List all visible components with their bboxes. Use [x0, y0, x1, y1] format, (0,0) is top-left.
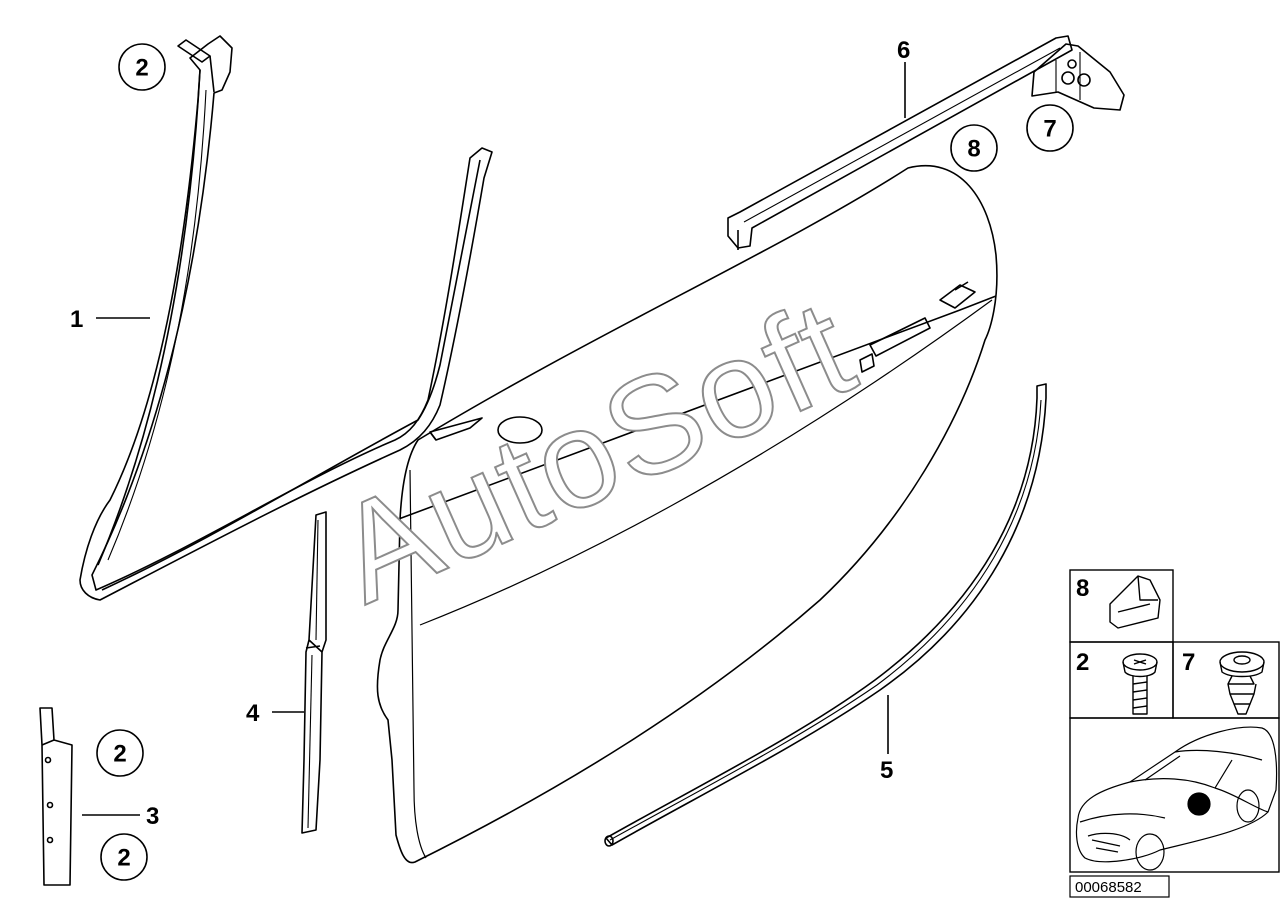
- part-6-upper-rail: [727, 35, 1073, 250]
- inset-label-2: 2: [1076, 649, 1089, 676]
- svg-text:7: 7: [1043, 116, 1056, 143]
- clip-icon: [1109, 575, 1161, 629]
- door-panel: [376, 165, 998, 864]
- inset-label-8: 8: [1076, 575, 1089, 602]
- svg-text:2: 2: [135, 55, 148, 82]
- label-part-4: 4: [246, 700, 260, 727]
- callout-8: 8: [950, 124, 998, 172]
- inset-cell-car: [1069, 717, 1280, 873]
- document-id-box: 00068582: [1069, 875, 1170, 898]
- part-7-end-bracket: [1031, 43, 1125, 111]
- label-part-6: 6: [897, 37, 910, 64]
- inset-label-7: 7: [1182, 649, 1195, 676]
- callout-2-mid: 2: [96, 729, 144, 777]
- part-5-lower-seal: [604, 383, 1047, 847]
- part-4-seal-strip: [301, 511, 327, 834]
- part-3-bracket: [39, 707, 73, 886]
- callout-2-top: 2: [118, 43, 166, 91]
- location-marker: [1187, 792, 1211, 816]
- car-locator-icon: [1075, 726, 1278, 871]
- label-part-1: 1: [70, 306, 83, 333]
- rivet-icon: [1219, 651, 1265, 715]
- inset-parts-legend: [1069, 569, 1280, 873]
- callout-2-bottom: 2: [100, 833, 148, 881]
- svg-text:2: 2: [117, 845, 130, 872]
- leader-lines: [82, 62, 906, 816]
- document-id: 00068582: [1075, 879, 1142, 896]
- label-part-3: 3: [146, 803, 159, 830]
- callout-7: 7: [1026, 104, 1074, 152]
- part-1-frame-seal: [79, 35, 493, 601]
- svg-text:8: 8: [967, 136, 980, 163]
- svg-text:2: 2: [113, 741, 126, 768]
- screw-icon: [1122, 653, 1158, 715]
- label-part-5: 5: [880, 757, 893, 784]
